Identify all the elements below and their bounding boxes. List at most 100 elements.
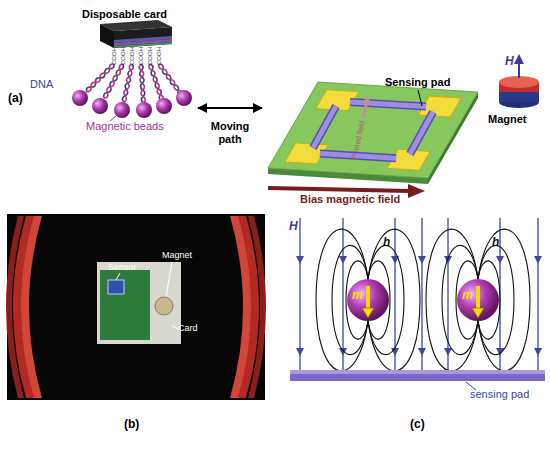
sensing-bar <box>410 112 433 154</box>
magnetic-bead <box>347 279 389 321</box>
arrowhead <box>534 348 542 356</box>
moment-symbol: m <box>352 289 363 303</box>
chip-board <box>268 82 478 178</box>
arrowhead <box>496 256 504 264</box>
panel-label: (c) <box>410 418 425 432</box>
group-label: COOH <box>138 47 145 65</box>
dna-strand <box>139 64 146 103</box>
part-label: DNA <box>30 78 53 91</box>
magnetic-bead <box>457 279 499 321</box>
arrowhead <box>418 256 426 264</box>
sensing-pad-bar <box>290 374 545 381</box>
dna-strand <box>122 64 134 103</box>
moving-path-arrow <box>198 107 262 109</box>
node-text: Disposable card <box>82 8 167 21</box>
photo-label: Sensor <box>108 262 137 272</box>
sensing-frame <box>313 102 433 158</box>
leader-line <box>116 273 120 280</box>
field-line <box>342 218 343 370</box>
dna-strand <box>103 63 125 99</box>
field-symbol: H <box>289 220 298 234</box>
card-holder <box>97 262 181 344</box>
sensing-bar <box>313 106 336 148</box>
sensing-bar <box>410 112 433 154</box>
field-label: Bias magnetic field <box>300 193 400 206</box>
arrowhead <box>296 348 304 356</box>
arrowhead <box>296 256 304 264</box>
magnetic-bead <box>136 102 152 118</box>
coil <box>230 216 251 398</box>
dna-strand <box>122 64 134 103</box>
stray-field-loops <box>316 229 530 371</box>
photo <box>7 214 265 400</box>
leader-line <box>418 90 422 106</box>
arrowhead <box>444 348 452 356</box>
field-symbol: h <box>383 236 390 250</box>
sensing-bar <box>350 102 426 107</box>
sensing-bar <box>350 102 426 107</box>
photo-label: Card <box>178 323 198 333</box>
sensing-bar <box>313 106 336 148</box>
part-label: sensing pad <box>470 388 529 401</box>
bias-field-arrow <box>408 184 425 198</box>
card-front <box>114 27 172 48</box>
magnet <box>499 92 539 102</box>
photo-label: Magnet <box>162 250 192 260</box>
field-loop <box>426 229 478 371</box>
pinned-field-arrow <box>363 103 367 118</box>
field-line <box>421 218 422 370</box>
moment-arrow <box>366 286 370 309</box>
sensor-chip-node: Pinned field <box>262 75 477 185</box>
pinned-field-arrow <box>363 96 371 105</box>
part-label: Magnet <box>488 113 527 126</box>
part-label: Sensing pad <box>385 76 450 89</box>
applied-field-lines <box>300 218 538 370</box>
edge-label: Moving path <box>204 120 256 146</box>
arrowhead <box>534 256 542 264</box>
sensor-chip <box>108 280 124 294</box>
coil <box>248 216 266 398</box>
moment-arrow <box>472 308 484 318</box>
field-arrowheads <box>296 256 542 356</box>
group-label: COOH <box>129 47 136 65</box>
part-label: Magnetic beads <box>86 120 164 133</box>
field-loop <box>316 229 368 371</box>
pcb <box>100 270 150 340</box>
leader-line <box>166 262 172 297</box>
group-label: COOH <box>156 47 163 65</box>
field-symbol: h <box>492 236 499 250</box>
field-arrow <box>518 62 520 78</box>
sensing-pad-bar <box>290 370 545 374</box>
sensing-frame <box>313 102 433 158</box>
dna-strand <box>122 64 134 103</box>
panel-label: (a) <box>8 92 23 106</box>
group-label: COOH <box>120 47 127 65</box>
field-symbol: H <box>505 55 514 69</box>
field-line <box>299 218 300 370</box>
node-text: Pinned field <box>351 120 368 160</box>
field-arrow <box>514 54 524 64</box>
moment-arrow <box>476 286 480 309</box>
dna-strand <box>103 63 125 99</box>
magnetic-bead <box>176 90 192 106</box>
dna-strand <box>103 63 125 99</box>
arrowhead <box>418 348 426 356</box>
bias-field-arrow <box>268 188 410 191</box>
coil <box>21 216 42 398</box>
group-label: COOH <box>147 47 154 65</box>
magnet <box>155 297 173 315</box>
coil <box>6 216 24 398</box>
arrowhead <box>339 348 347 356</box>
dna-strand <box>139 64 146 103</box>
arrowhead <box>339 256 347 264</box>
field-line <box>447 218 448 370</box>
magnetic-bead <box>72 90 88 106</box>
dna-strand <box>139 64 146 103</box>
moment-symbol: m <box>462 289 473 303</box>
card-side <box>100 24 114 48</box>
magnetic-bead <box>114 102 130 118</box>
magnetic-bead <box>156 98 172 114</box>
panel-label: (b) <box>124 418 139 432</box>
magnetic-bead <box>92 98 108 114</box>
